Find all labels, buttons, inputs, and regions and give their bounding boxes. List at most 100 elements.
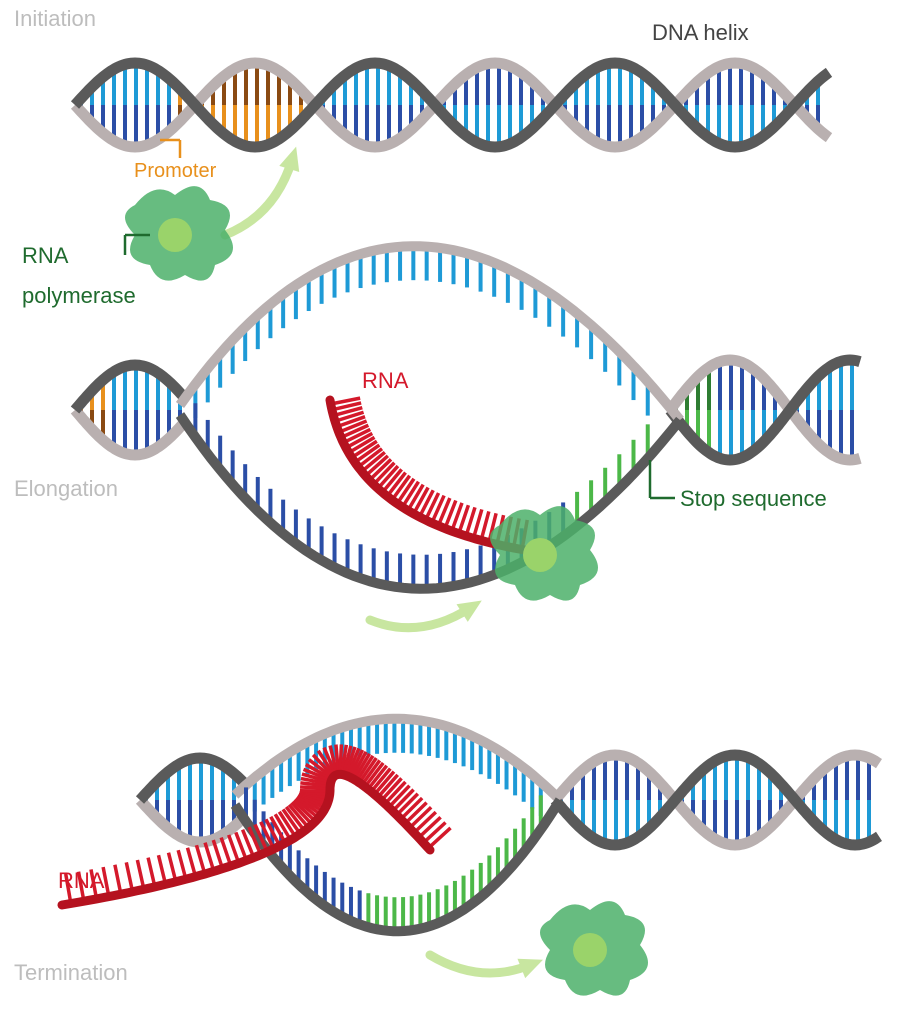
rna-polymerase-label-line1: RNA xyxy=(22,243,69,268)
rna-termination-b-base xyxy=(352,752,371,781)
rna-termination-b-base xyxy=(417,815,442,839)
rna-termination-b-base xyxy=(363,761,385,788)
rna-termination-a-base xyxy=(113,864,123,895)
rna-polymerase-elongation-core xyxy=(523,538,557,572)
rna-elongation-base xyxy=(412,486,430,515)
rna-elongation-base xyxy=(345,431,374,450)
rna-elongation-base xyxy=(430,494,446,524)
rna-elongation-base xyxy=(450,502,464,532)
rna-elongation-base xyxy=(471,508,484,539)
rna-termination-b-base xyxy=(350,750,368,780)
rna-termination-a-base xyxy=(166,852,178,883)
rna-elongation-base xyxy=(330,396,361,406)
rna-termination-a-base xyxy=(259,821,276,850)
rna-termination-a-base xyxy=(211,839,225,870)
termination-label: Termination xyxy=(14,960,128,985)
rna-termination-b-base xyxy=(343,746,357,776)
rna-termination-a-base xyxy=(264,818,282,847)
rna-termination-a-base xyxy=(156,854,168,885)
rna-termination-b-base xyxy=(316,749,337,777)
rna-termination-b-base xyxy=(380,777,403,802)
elongation-bottom-strand xyxy=(175,412,684,594)
rna-termination-a-base xyxy=(292,799,317,823)
rna-elongation-base xyxy=(372,461,396,486)
rna-termination-a-base xyxy=(247,826,263,856)
initiation-helix-strand-dark xyxy=(70,57,833,153)
rna-termination-b-base xyxy=(357,757,378,784)
rna-elongation-base xyxy=(334,410,365,423)
rna-termination-a-base xyxy=(295,795,323,817)
rna-label-termination: RNA xyxy=(58,868,105,893)
rna-termination-a-base xyxy=(124,862,135,893)
rna-termination-b-base xyxy=(360,759,382,786)
rna-termination-b-base xyxy=(403,801,428,825)
rna-elongation-base xyxy=(331,401,362,412)
termination-helix-left-strand-light xyxy=(135,796,248,848)
rna-elongation-base xyxy=(364,454,390,478)
initiation-arrow-head xyxy=(279,146,300,172)
rna-label-elongation: RNA xyxy=(362,368,409,393)
rna-termination-a-base xyxy=(89,869,99,900)
rna-elongation-base xyxy=(332,405,363,418)
termination-helix-right-strand-dark xyxy=(550,749,882,851)
rna-termination-b-base xyxy=(412,810,438,835)
termination-helix-left-strand-dark xyxy=(135,752,248,804)
rna-termination-b-base xyxy=(300,781,331,788)
stop-sequence-label: Stop sequence xyxy=(680,486,827,511)
rna-termination-b-base xyxy=(307,758,334,780)
rna-termination-a-base xyxy=(287,803,310,829)
rna-termination-b-base xyxy=(299,785,331,791)
rna-termination-b-base xyxy=(383,780,407,806)
rna-termination-b-base xyxy=(338,744,344,775)
rna-termination-b-base xyxy=(304,762,333,781)
rna-termination-b-base xyxy=(322,746,338,776)
rna-elongation-base xyxy=(350,439,378,460)
rna-termination-a-base xyxy=(219,836,233,867)
rna-termination-b-base xyxy=(301,772,332,784)
elongation-helix-left-strand-dark xyxy=(70,359,190,414)
rna-elongation-base xyxy=(390,474,412,502)
elongation-helix-right-strand-dark xyxy=(665,354,862,466)
rna-termination-b-base xyxy=(341,745,353,776)
promoter-label: Promoter xyxy=(134,160,217,182)
rna-termination-b-base xyxy=(328,745,339,776)
rna-elongation-base xyxy=(381,468,403,494)
rna-termination-b-base xyxy=(339,744,349,775)
rna-termination-b-base xyxy=(369,767,392,793)
rna-elongation-base xyxy=(464,506,477,537)
rna-elongation-base xyxy=(340,423,370,440)
rna-termination-a xyxy=(57,785,335,910)
rna-termination-a-base xyxy=(185,847,198,878)
elongation-arrow xyxy=(365,603,475,633)
rna-elongation-base xyxy=(443,499,458,530)
rna-termination-a-base xyxy=(64,873,73,904)
rna-termination-a-base xyxy=(281,808,302,835)
rna-termination-b-base xyxy=(422,821,447,845)
rna-elongation-base xyxy=(479,510,491,541)
rna-elongation-base xyxy=(353,443,381,464)
rna-termination-a-base xyxy=(277,810,298,838)
rna-polymerase-label-line2: polymerase xyxy=(22,283,136,308)
rna-termination-a-base xyxy=(176,849,188,880)
elongation-arrow-head xyxy=(456,600,482,622)
termination-bottom-strand xyxy=(230,797,565,937)
rna-elongation-base xyxy=(385,471,407,498)
rna-termination-b-base xyxy=(355,754,375,782)
rna-termination-a-base xyxy=(227,834,241,864)
rna-termination-a-base xyxy=(76,871,86,902)
rna-termination-a-base xyxy=(135,859,146,890)
rna-elongation-base xyxy=(342,427,372,445)
rna-elongation-base xyxy=(406,483,425,512)
rna-termination-b-base xyxy=(334,744,341,775)
rna-termination-a-base xyxy=(296,794,325,814)
rna-termination-a-base xyxy=(234,831,249,861)
rna-termination-a-base xyxy=(194,844,207,875)
initiation-label: Initiation xyxy=(14,6,96,31)
rna-elongation-base xyxy=(376,464,400,490)
rna-termination-a-base xyxy=(273,813,293,841)
rna-termination-a-base xyxy=(294,797,320,820)
rna-termination-b-base xyxy=(347,749,365,778)
elongation-top-strand xyxy=(175,241,684,424)
initiation-helix-strand-light xyxy=(70,57,833,153)
